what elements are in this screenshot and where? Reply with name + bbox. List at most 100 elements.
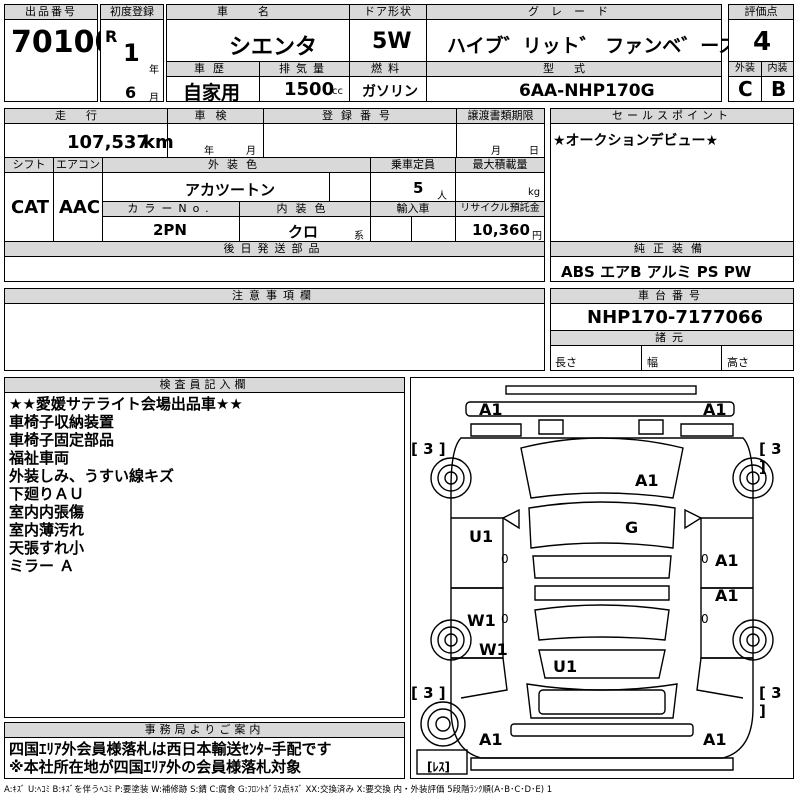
score-box: 評価点 4 [728,4,794,62]
mark-a1-top-left: A1 [479,400,503,419]
ac-label: エアコン [53,157,103,173]
sales-point-label: セールスポイント [550,108,794,124]
door-box: ドア形状 5W [349,4,427,62]
office-label: 事務局よりご案内 [4,722,405,738]
transfer-box: 月 日 [456,123,545,158]
mark-3-bottom-left: [ 3 ] [411,684,446,702]
zero-left: 0 [501,552,509,566]
displacement-label: 排気量 [260,62,349,77]
score: 4 [753,27,772,57]
score-label: 評価点 [729,5,793,20]
inspector-line: ミラー Ａ [9,557,75,575]
mark-u1-rear: U1 [553,657,578,676]
sales-point-box: ★オークションデビュー★ [550,123,794,242]
car-outline [416,385,774,775]
lot-number: 70100 [11,25,116,60]
import-box [370,216,456,242]
int-color-label: 内装色 [239,201,371,217]
car-name-label: 車名 [167,5,349,20]
first-registration-label: 初度登録 [101,5,163,20]
interior: B [771,77,787,101]
mark-a1-right2: A1 [715,586,739,605]
capacity-unit: 人 [437,191,447,202]
inspector-label: 検査員記入欄 [4,377,405,393]
displacement-unit: cc [332,86,343,97]
color-no-label: カラーNo. [102,201,240,217]
reg-no-box [263,123,457,158]
car-name: シエンタ [229,35,318,60]
int-color: クロ [288,223,319,241]
model: 6AA-NHP170G [519,81,655,101]
reg-no-label: 登録番号 [263,108,457,124]
damage-diagram: A1 A1 [ 3 ] [ 3 ] A1 G U1 0 0 A1 A1 0 0 … [410,377,794,779]
max-load-label: 最大積載量 [455,157,545,173]
first-registration-box: 初度登録 R 1 年 6 月 [100,4,164,104]
inspector-line: ★★愛媛サテライト会場出品車★★ [9,395,243,413]
lot-number-box: 出品番号 70100 [4,4,115,102]
shift-label: シフト [4,157,54,173]
shift: CAT [11,197,50,218]
zero-right2: 0 [701,612,709,626]
height-label: 高さ [727,356,749,369]
inspection-label: 車検 [167,108,264,124]
mark-g-roof: G [625,518,639,537]
zero-right1: 0 [701,552,709,566]
width-label: 幅 [647,356,658,369]
exterior: C [738,77,753,101]
equip-box: ABS エアB アルミ PS PW [550,256,794,282]
car-name-box: 車名 シエンタ [166,4,350,62]
import-label: 輸入車 [370,201,456,217]
mark-a1-bottom-left: A1 [479,730,503,749]
later-parts-box [4,256,545,282]
color-label: 外装色 [102,157,371,173]
displacement-box: 排気量 1500 cc [259,61,350,102]
inspector-line: 天張すれ小 [9,539,85,557]
exterior-label: 外装 [729,62,761,77]
mark-3-bottom-right: [ 3 ] [759,684,782,720]
exterior-box: 外装 C [728,61,762,102]
inspector-line: 車椅子収納装置 [9,413,115,431]
recycle: 10,360 [472,221,530,239]
spec-box: 長さ 幅 高さ [550,345,794,371]
transfer-day-unit: 日 [529,146,539,157]
inspector-box: ★★愛媛サテライト会場出品車★★ 車椅子収納装置 車椅子固定部品 福祉車両 外装… [4,392,405,718]
color-box: アカツートン [102,172,371,202]
inspector-line: 車椅子固定部品 [9,431,115,449]
max-load-unit: kg [528,187,541,198]
capacity-box: 5 人 [370,172,456,202]
interior-box: 内装 B [761,61,794,102]
ac: AAC [59,197,101,218]
int-color-unit: 系 [354,231,364,242]
color-no-box: 2PN [102,216,240,242]
recycle-label: リサイクル預託金 [455,201,545,217]
mark-a1-hood: A1 [635,471,659,490]
inspection-year-unit: 年 [204,146,214,157]
month-unit: 月 [149,93,159,104]
chassis-box: NHP170-7177066 [550,303,794,331]
inspector-line: 福祉車両 [9,449,70,467]
model-box: 型式 6AA-NHP170G [426,61,722,102]
capacity: 5 [413,179,424,197]
tire-less-label: [ﾚｽ] [427,760,450,774]
int-color-box: クロ 系 [239,216,371,242]
mark-w1-left2: W1 [479,640,508,659]
later-parts-label: 後日発送部品 [4,241,545,257]
zero-left2: 0 [501,612,509,626]
shift-box: CAT [4,172,54,242]
inspector-line: 室内内張傷 [9,503,85,521]
transfer-label: 譲渡書類期限 [456,108,545,124]
sales-point: ★オークションデビュー★ [553,133,719,149]
color-no: 2PN [153,221,187,239]
office-box: 四国ｴﾘｱ外会員様落札は西日本輸送ｾﾝﾀｰ手配です ※本社所在地が四国ｴﾘｱ外の… [4,737,405,779]
mark-u1-left: U1 [469,527,494,546]
grade: ハイブ゛リット゛ ファンベ゛ースG [447,35,753,57]
fuel-label: 燃料 [350,62,426,77]
color: アカツートン [185,181,276,199]
interior-label: 内装 [762,62,793,77]
mileage: 107,537 [67,132,149,153]
recycle-box: 10,360 円 [455,216,545,242]
era: R [105,27,118,46]
grade-box: グレード ハイブ゛リット゛ ファンベ゛ースG [426,4,753,62]
year-unit: 年 [149,65,159,76]
max-load-box: kg [455,172,545,202]
